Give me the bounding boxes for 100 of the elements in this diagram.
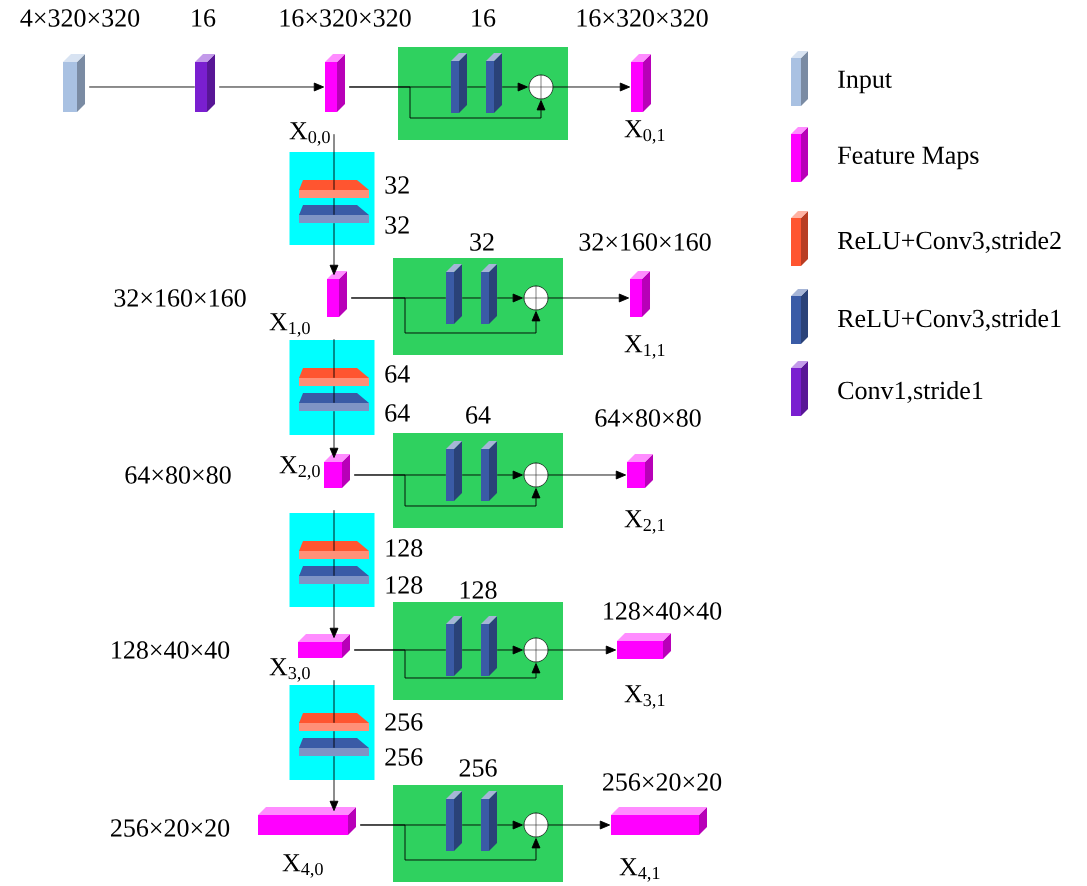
legend-label: Conv1,stride1: [838, 381, 983, 403]
line: [466, 86, 487, 88]
input-block: [63, 54, 85, 112]
channel-count-label: 128: [386, 539, 423, 557]
arrow: [496, 470, 523, 480]
conv-block: [195, 54, 215, 112]
channel-count-label: 128: [460, 581, 497, 599]
arrow: [496, 645, 523, 655]
line: [461, 297, 482, 299]
conv-layer-block: [299, 738, 369, 756]
line: [333, 509, 335, 552]
arrow: [329, 410, 339, 459]
tensor-size-label: 32×160×160: [579, 233, 711, 251]
feature-map-label: X$_{0,1}$: [624, 120, 665, 144]
conv-layer-block: [299, 368, 369, 386]
legend-label: Input: [838, 70, 892, 94]
conv-layer-block: [481, 791, 497, 851]
feature-map-block: [324, 454, 350, 488]
channel-count-label: 256: [385, 713, 423, 731]
line: [461, 824, 482, 826]
arrow: [329, 222, 339, 276]
feature-map-block: [325, 54, 345, 112]
tensor-size-label: 64×80×80: [125, 466, 231, 484]
arrow: [496, 293, 523, 303]
line: [333, 730, 335, 749]
arrow: [496, 820, 523, 830]
conv-layer-block: [486, 53, 502, 113]
feature-map-label: X$_{1,0}$: [269, 313, 310, 337]
feature-map-block: [627, 454, 653, 488]
line: [88, 86, 196, 88]
feature-map-block: [631, 54, 651, 112]
arrow: [359, 824, 541, 861]
line: [461, 474, 482, 476]
arrow: [552, 82, 631, 92]
sum-circle: [523, 637, 549, 663]
sum-circle: [523, 285, 549, 311]
channel-count-label: 128: [386, 576, 423, 594]
conv-layer-block: [299, 205, 369, 223]
arrow: [329, 755, 339, 812]
arrow: [547, 645, 617, 655]
tensor-size-label: 256×20×20: [603, 773, 722, 791]
feature-map-label: X$_{4,0}$: [282, 854, 323, 878]
conv-layer-block: [481, 264, 497, 324]
arrow: [350, 297, 541, 334]
feature-map-label: X$_{2,1}$: [624, 510, 665, 534]
channel-count-label: 16: [192, 9, 216, 27]
tensor-size-label: 4×320×320: [20, 9, 140, 27]
channel-count-label: 256: [385, 748, 423, 766]
tensor-size-label: 32×160×160: [114, 289, 246, 307]
feature-map-label: X$_{3,1}$: [624, 685, 665, 709]
conv-layer-block: [446, 264, 462, 324]
channel-count-label: 16: [472, 9, 496, 27]
feature-map-label: X$_{1,1}$: [624, 335, 665, 359]
feature-map-block: [298, 634, 350, 658]
line: [333, 338, 335, 379]
feature-map-block: [630, 271, 650, 317]
conv-layer-block: [481, 441, 497, 501]
feature-map-label: X$_{4,1}$: [619, 858, 660, 882]
line: [333, 558, 335, 577]
line: [333, 385, 335, 404]
feature-map-label: X$_{3,0}$: [269, 658, 310, 682]
arrow: [353, 474, 541, 507]
sum-circle: [528, 74, 554, 100]
conv-layer-block: [451, 53, 467, 113]
sum-circle: [523, 812, 549, 838]
line: [461, 649, 482, 651]
line: [333, 197, 335, 216]
tensor-size-label: 256×20×20: [111, 819, 230, 837]
arrow: [547, 470, 627, 480]
tensor-size-label: 64×80×80: [595, 409, 701, 427]
arrow: [329, 583, 339, 639]
channel-count-label: 64: [385, 404, 410, 422]
legend-label: ReLU+Conv3,stride2: [837, 231, 1061, 253]
arrow: [547, 293, 630, 303]
conv-layer-block: [299, 541, 369, 559]
feature-map-block: [327, 271, 347, 317]
line: [333, 679, 335, 724]
arrow: [348, 86, 546, 119]
channel-count-label: 64: [385, 365, 410, 383]
arrow: [353, 649, 541, 679]
feature-map-block: [617, 633, 671, 659]
sum-circle: [523, 462, 549, 488]
tensor-size-label: 16×320×320: [280, 9, 411, 27]
channel-count-label: 32: [470, 233, 494, 251]
conv-layer-block: [446, 616, 462, 676]
conv-layer-block: [299, 180, 369, 198]
conv-layer-block: [446, 441, 462, 501]
conv-layer-block: [299, 713, 369, 731]
tensor-size-label: 128×40×40: [112, 641, 230, 659]
legend-label: Feature Maps: [837, 146, 979, 170]
tensor-size-label: 16×320×320: [577, 9, 708, 27]
channel-count-label: 64: [466, 406, 491, 424]
conv-layer-block: [446, 791, 462, 851]
conv-layer-block: [299, 566, 369, 584]
arrow: [218, 82, 325, 92]
line: [333, 133, 335, 191]
arrow: [547, 820, 611, 830]
tensor-size-label: 128×40×40: [604, 602, 722, 620]
arrow: [501, 82, 528, 92]
conv-layer-block: [299, 393, 369, 411]
